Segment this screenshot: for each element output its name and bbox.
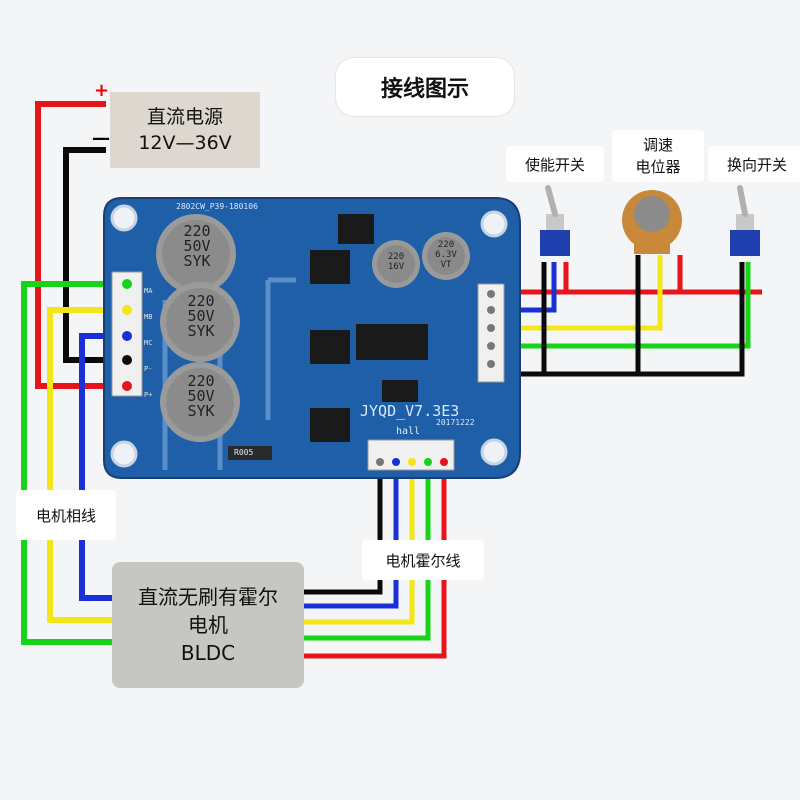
power-supply-voltage: 12V—36V (138, 132, 232, 154)
motor-box: 直流无刷有霍尔 电机 BLDC (112, 562, 304, 688)
hall-pin-green (424, 458, 432, 466)
hall-wire-red (304, 468, 447, 659)
enable-switch-label: 使能开关 (506, 146, 604, 182)
control-pin-2 (487, 306, 495, 314)
terminal-mc (122, 331, 132, 341)
hall-wire-label: 电机霍尔线 (362, 540, 484, 580)
shunt-resistor (228, 446, 272, 460)
phase-wire-label: 电机相线 (16, 490, 116, 540)
hall-wire-black (304, 468, 383, 595)
diagram-title: 接线图示 (336, 58, 514, 116)
motor-line2: 电机 (188, 613, 228, 637)
hall-header-label: hall (396, 426, 421, 437)
speed-pot-label-line2: 电位器 (635, 158, 681, 176)
resistor-label: R005 (234, 448, 254, 457)
mosfet-2 (310, 330, 350, 364)
hall-wires (304, 468, 447, 659)
capacitor-small-2 (422, 232, 470, 280)
control-pin-3 (487, 324, 495, 332)
power-negative-wire (63, 147, 125, 363)
phase-wire-yellow (47, 307, 125, 623)
control-wire-green (505, 262, 751, 349)
minus-sign: — (92, 128, 110, 149)
capacitor-2 (160, 282, 240, 362)
hall-wire-blue (304, 468, 399, 609)
direction-switch-label: 换向开关 (708, 146, 800, 182)
regulator-chip (338, 214, 374, 244)
driver-ic (356, 324, 428, 360)
direction-switch (730, 185, 760, 256)
small-ic (382, 380, 418, 402)
phase-wire-green (21, 281, 125, 645)
mount-hole-br (480, 438, 508, 466)
control-pin-1 (487, 290, 495, 298)
control-wire-yellow (505, 255, 663, 331)
power-supply-box: 直流电源 12V—36V (110, 92, 260, 168)
mosfet-1 (310, 250, 350, 284)
terminal-pplus (122, 381, 132, 391)
motor-line3: BLDC (180, 641, 236, 665)
hall-wire-green (304, 468, 431, 641)
capacitor-3 (160, 362, 240, 442)
speed-pot-label: 调速 电位器 (612, 130, 704, 182)
mount-hole-tr (480, 210, 508, 238)
control-pin-4 (487, 342, 495, 350)
capacitor-1 (156, 214, 236, 294)
terminal-mb (122, 305, 132, 315)
hall-pin-yellow (408, 458, 416, 466)
capacitor-small-1 (372, 240, 420, 288)
terminal-pminus (122, 355, 132, 365)
board-model: JYQD_V7.3E3 (360, 402, 460, 420)
hall-wire-yellow (304, 468, 415, 625)
speed-pot-label-line1: 调速 (642, 136, 673, 154)
motor-line1: 直流无刷有霍尔 (138, 585, 278, 609)
hall-pin-red (440, 458, 448, 466)
control-wires (505, 255, 762, 377)
terminal-ma (122, 279, 132, 289)
hall-pin-blue (392, 458, 400, 466)
enable-switch (540, 185, 570, 256)
control-pin-5 (487, 360, 495, 368)
board-top-code: 2802CW_P39-180106 (176, 202, 258, 211)
terminal-labels: MA MB MC P- P+ (144, 287, 153, 399)
hall-pin-black (376, 458, 384, 466)
controller-board (103, 197, 521, 479)
plus-sign: + (94, 80, 110, 101)
mount-hole-bl (110, 440, 138, 468)
power-supply-name: 直流电源 (146, 106, 223, 128)
control-wire-blue (505, 262, 557, 313)
control-wire-black (505, 262, 745, 377)
board-date: 20171222 (436, 418, 475, 427)
mosfet-3 (310, 408, 350, 442)
speed-potentiometer (622, 190, 682, 254)
mount-hole-tl (110, 204, 138, 232)
